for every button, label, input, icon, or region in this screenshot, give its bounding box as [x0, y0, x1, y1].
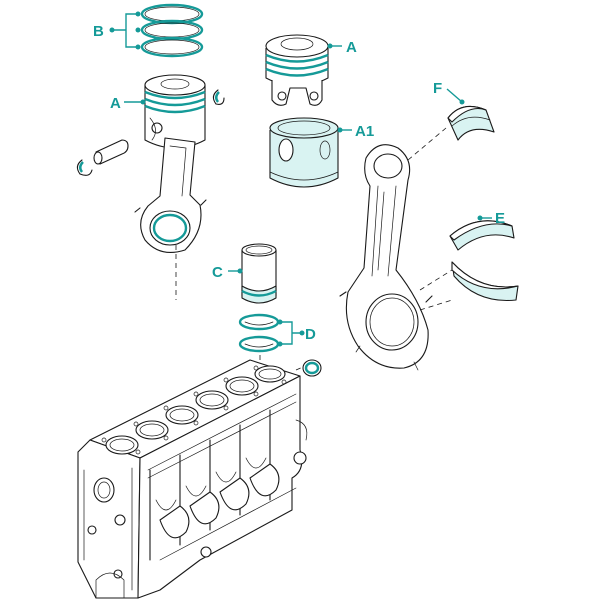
- label-a-top: A: [346, 39, 357, 56]
- crankcase-webs: [149, 409, 280, 561]
- callout-f: [446, 88, 465, 105]
- callout-c: [228, 268, 243, 274]
- label-c: C: [212, 264, 223, 281]
- label-a1: A1: [355, 123, 374, 140]
- callout-a1: [337, 127, 352, 133]
- engine-block: [77, 359, 308, 599]
- bearing-shell-f: [447, 105, 495, 141]
- callout-a-top: [327, 43, 342, 49]
- callout-d: [277, 319, 305, 347]
- piston-ring-set: [140, 3, 204, 58]
- label-f: F: [433, 80, 442, 97]
- piston-a: [265, 34, 329, 106]
- alignment-lines: [175, 127, 453, 372]
- cylinder-liner-c: [241, 243, 277, 304]
- connecting-rod-right: [339, 144, 433, 371]
- label-d: D: [305, 326, 316, 343]
- o-rings-d: [238, 313, 280, 353]
- label-a-left: A: [110, 95, 121, 112]
- callout-a-left: [124, 99, 146, 105]
- label-b: B: [93, 23, 104, 40]
- cylinder-bores: [105, 365, 286, 455]
- main-bearing-e: [449, 220, 519, 302]
- seal-washer: [302, 359, 322, 377]
- callout-b: [109, 11, 141, 50]
- label-e: E: [495, 210, 505, 227]
- piston-skirt-a1: [269, 117, 339, 188]
- callout-e: [477, 215, 492, 221]
- piston-assembly-left: [76, 74, 225, 253]
